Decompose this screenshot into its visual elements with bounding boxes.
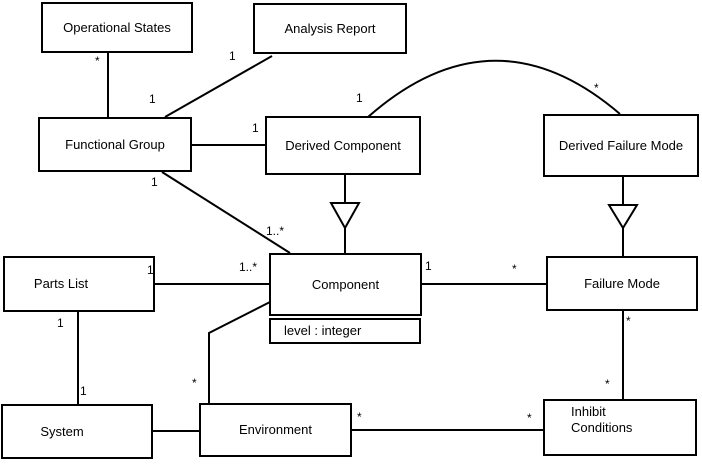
- class-attribute: level : integer: [284, 323, 362, 338]
- multiplicity-label: 1: [149, 92, 156, 106]
- multiplicity-label: 1: [229, 49, 236, 63]
- association-functional-group-component: [161, 171, 291, 254]
- multiplicity-label: *: [192, 376, 197, 390]
- multiplicity-label: 1: [151, 175, 158, 189]
- multiplicity-label: 1: [147, 263, 154, 277]
- class-derived-component: Derived Component: [265, 116, 421, 175]
- multiplicity-label: 1..*: [266, 224, 285, 238]
- class-name: Derived Component: [285, 137, 401, 153]
- class-name: System: [40, 423, 84, 439]
- association-arc-derived-component-derived-failure-mode: [367, 59, 621, 118]
- class-component-attributes: level : integer: [269, 318, 421, 344]
- multiplicity-label: *: [626, 314, 631, 328]
- class-name: Analysis Report: [284, 20, 376, 36]
- class-derived-failure-mode: Derived Failure Mode: [543, 114, 699, 177]
- class-functional-group: Functional Group: [38, 117, 192, 172]
- multiplicity-label: *: [357, 410, 362, 424]
- class-name: Inhibit Conditions: [571, 404, 633, 435]
- multiplicity-label: 1: [252, 121, 259, 135]
- generalization-arrowhead: [329, 202, 361, 231]
- class-failure-mode: Failure Mode: [546, 256, 698, 311]
- multiplicity-label: 1: [80, 384, 87, 398]
- multiplicity-label: *: [605, 377, 610, 391]
- class-inhibit-conditions: Inhibit Conditions: [543, 399, 697, 456]
- generalization-arrowhead: [607, 204, 639, 230]
- class-component: Component: [269, 253, 422, 316]
- class-system: System: [1, 404, 153, 459]
- class-name: Component: [311, 276, 380, 292]
- class-analysis-report: Analysis Report: [253, 3, 407, 54]
- multiplicity-label: *: [594, 81, 599, 95]
- class-name: Parts List: [33, 276, 89, 291]
- class-name: Operational States: [63, 19, 171, 35]
- class-environment: Environment: [199, 403, 352, 457]
- multiplicity-label: 1: [57, 316, 64, 330]
- class-name: Environment: [239, 422, 312, 437]
- class-name: Derived Failure Mode: [558, 137, 684, 153]
- class-name: Functional Group: [65, 136, 165, 152]
- multiplicity-label: 1: [425, 259, 432, 273]
- association-environment-component: [208, 301, 271, 403]
- multiplicity-label: 1..*: [239, 260, 258, 274]
- class-name: Failure Mode: [584, 275, 660, 291]
- multiplicity-label: 1: [356, 91, 363, 105]
- multiplicity-label: *: [512, 262, 517, 276]
- association-analysis-report-functional-group: [164, 55, 273, 118]
- class-operational-states: Operational States: [41, 2, 193, 53]
- multiplicity-label: *: [95, 54, 100, 68]
- class-parts-list: Parts List: [3, 256, 155, 312]
- multiplicity-label: *: [527, 411, 532, 425]
